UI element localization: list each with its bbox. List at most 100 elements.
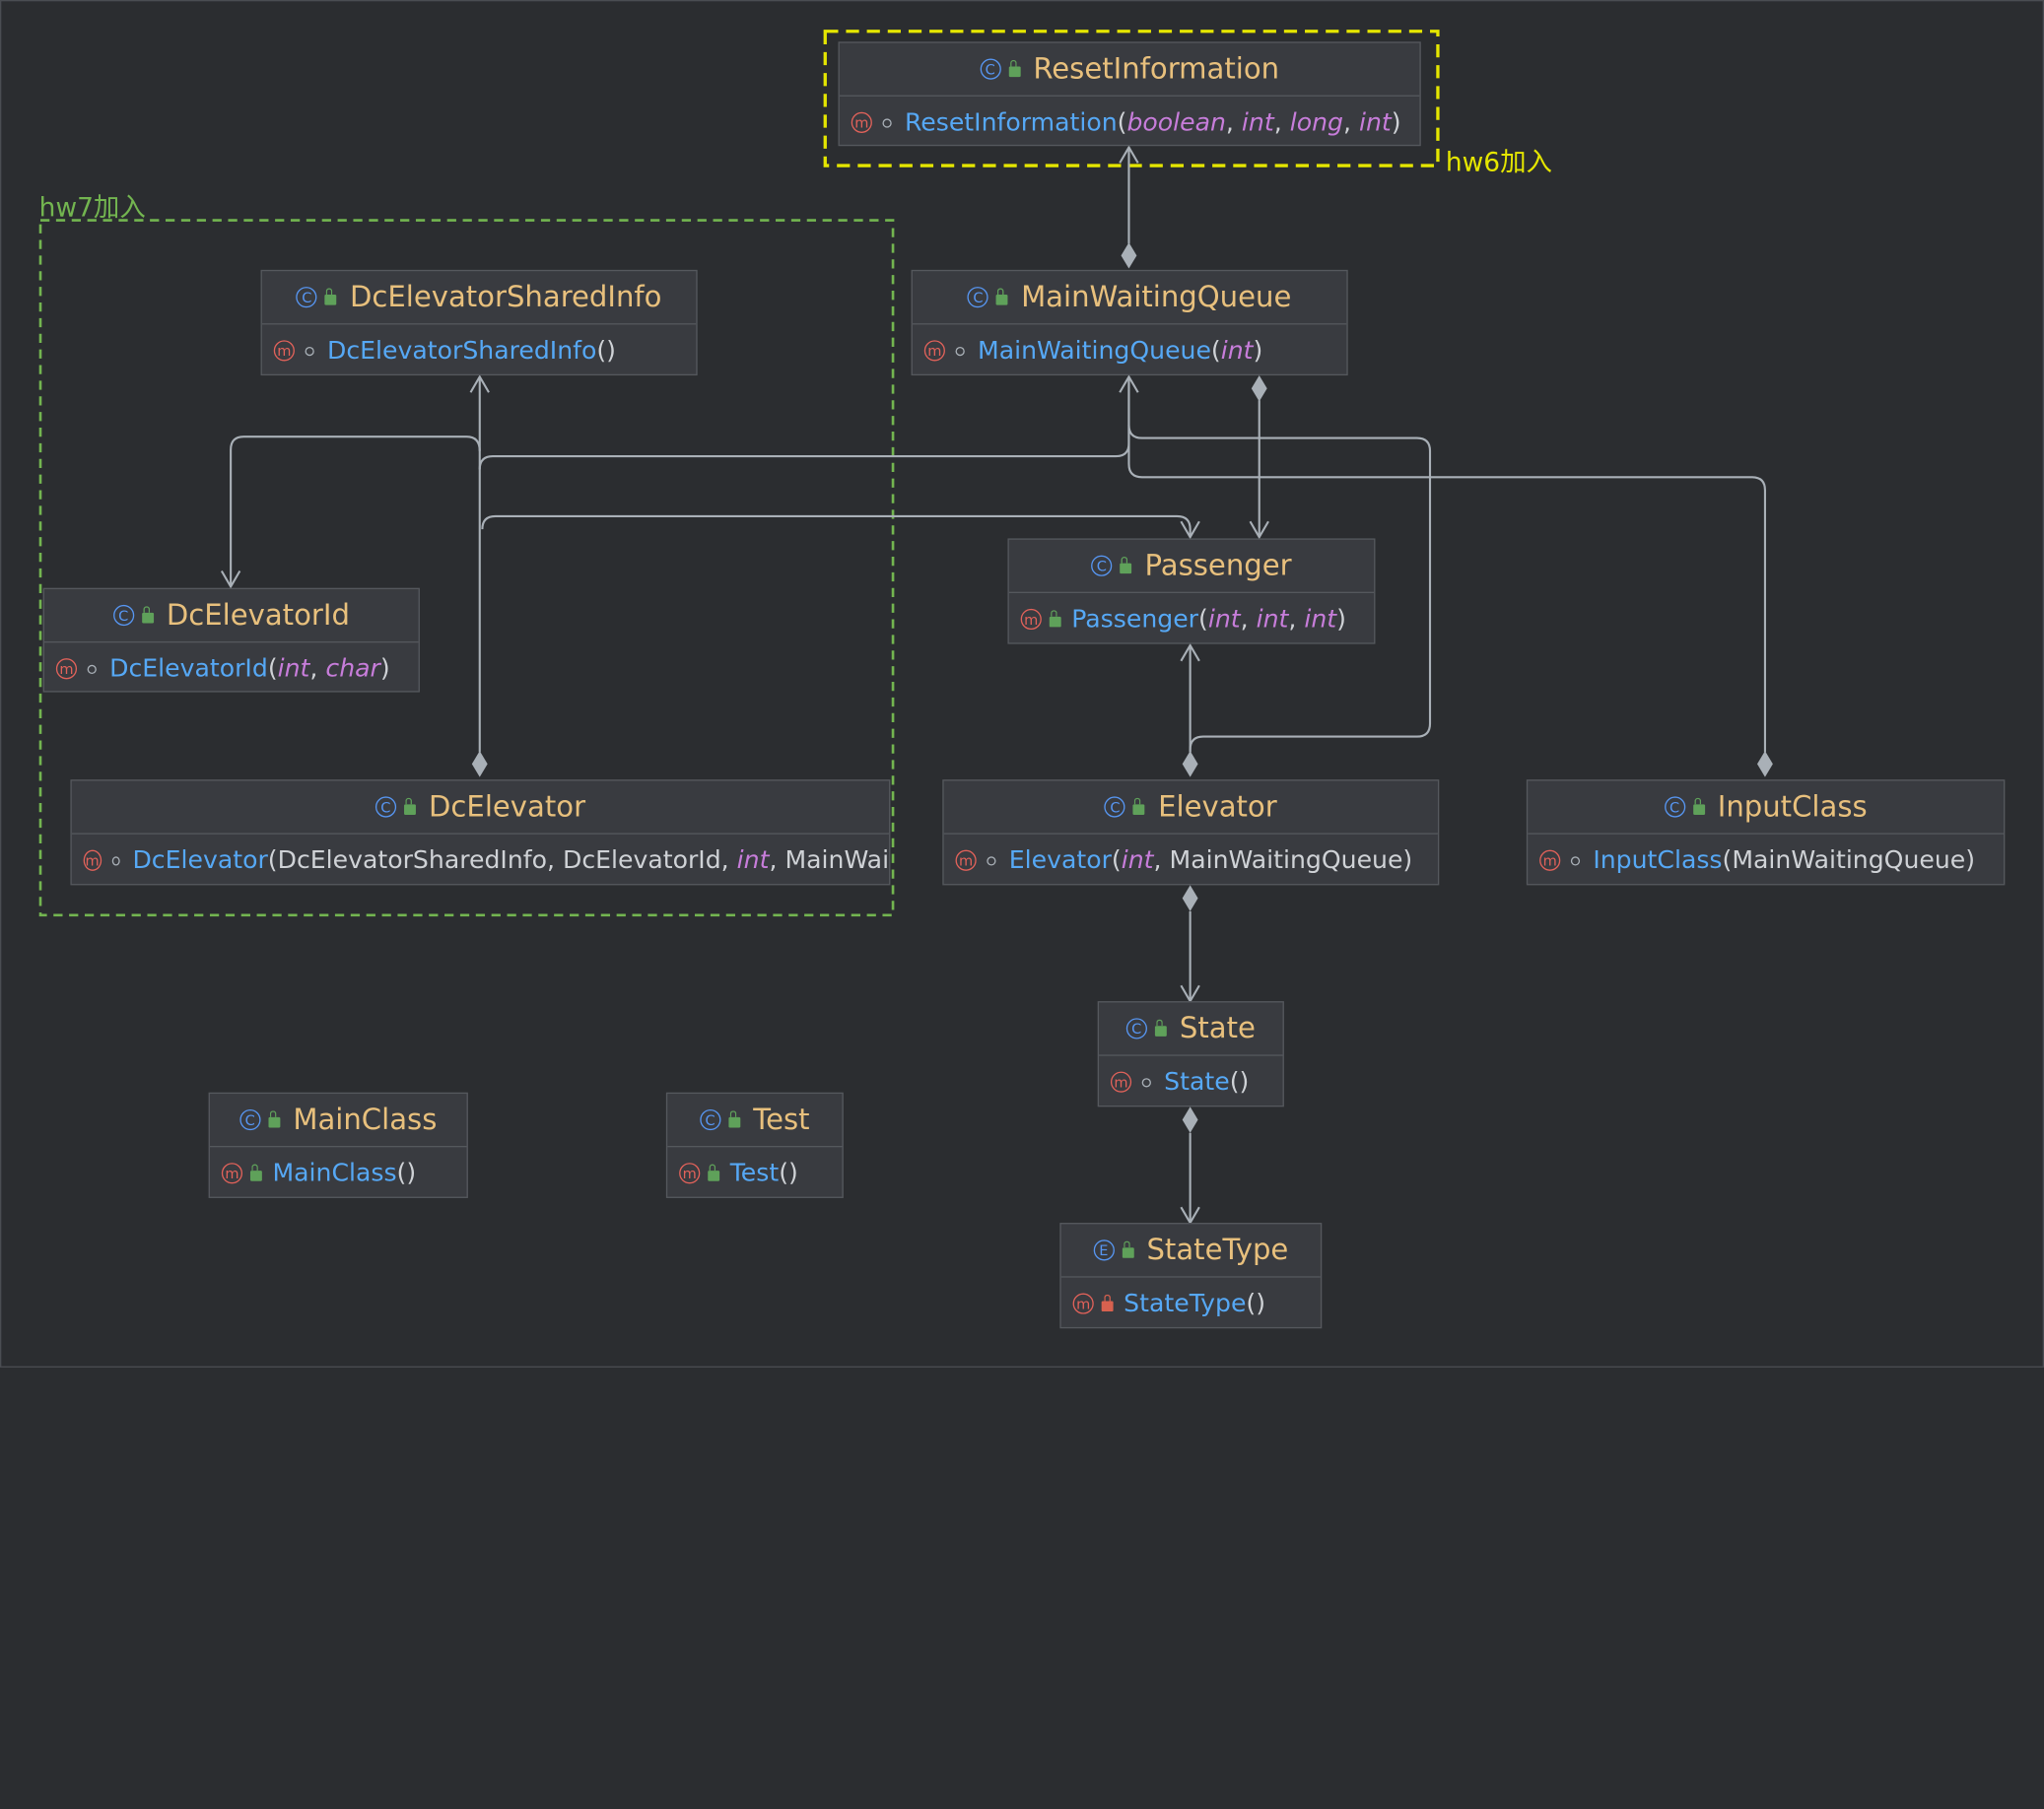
param-type: int [277, 654, 310, 684]
edge-inputclass-mainwaitingqueue [1127, 379, 1766, 753]
method-icon: m [679, 1163, 701, 1184]
method-icon: m [83, 849, 102, 871]
public-lock-icon [1049, 610, 1061, 628]
public-lock-icon [1120, 556, 1132, 574]
paren-open: ( [1198, 604, 1208, 635]
param-separator: , [1153, 845, 1170, 875]
paren-open: ( [596, 336, 607, 366]
diamond-mainwaitingqueue-bottom [1251, 375, 1267, 402]
hw6-label: hw6加入 [1445, 146, 1553, 177]
param-type: int [1220, 336, 1254, 366]
private-lock-icon [1101, 1294, 1114, 1312]
public-lock-icon [1154, 1019, 1167, 1037]
paren-close: ) [406, 1159, 417, 1188]
method-signature: State() [1164, 1068, 1249, 1097]
param-separator: , [1288, 604, 1305, 635]
param-separator: , [720, 845, 737, 875]
class-icon: C [112, 604, 134, 627]
class-header[interactable]: C DcElevator [71, 781, 890, 835]
paren-open: ( [267, 845, 278, 875]
class-name: Elevator [1158, 790, 1277, 824]
package-visibility-icon [987, 855, 996, 865]
class-header[interactable]: E StateType [1060, 1224, 1321, 1278]
class-name: DcElevator [429, 790, 586, 824]
paren-close: ) [379, 654, 390, 684]
public-lock-icon [324, 288, 337, 305]
relation-layer [38, 30, 1773, 1226]
method-icon: m [221, 1163, 243, 1184]
param-type: int [1256, 604, 1289, 635]
method-signature: Passenger(int, int, int) [1071, 605, 1346, 634]
class-icon: C [375, 796, 396, 818]
class-name: Passenger [1144, 549, 1292, 582]
method-row[interactable]: m MainClass() [210, 1147, 467, 1196]
public-lock-icon [1132, 797, 1145, 815]
method-signature: DcElevatorSharedInfo() [327, 336, 616, 365]
method-signature: MainWaitingQueue(int) [978, 336, 1262, 365]
enum-icon: E [1093, 1240, 1115, 1261]
diamond-elevator-top [1182, 751, 1198, 777]
class-name: DcElevatorSharedInfo [349, 281, 662, 314]
method-name: Elevator [1008, 845, 1112, 875]
class-name: Test [753, 1104, 810, 1137]
paren-open: ( [779, 1159, 789, 1188]
package-visibility-icon [882, 117, 892, 128]
method-icon: m [1020, 608, 1042, 631]
class-name: InputClass [1717, 790, 1868, 824]
method-name: DcElevatorSharedInfo [326, 336, 597, 366]
method-icon: m [55, 658, 78, 680]
method-row[interactable]: m DcElevator(DcElevatorSharedInfo, DcElev… [72, 835, 889, 884]
paren-close: ) [788, 1159, 798, 1188]
diamond-elevator-bottom [1182, 885, 1198, 911]
method-signature: DcElevator(DcElevatorSharedInfo, DcEleva… [132, 846, 889, 875]
paren-close: ) [1391, 107, 1401, 137]
diamond-dcelevator [471, 751, 488, 777]
public-lock-icon [249, 1164, 262, 1181]
hw6-group-box [823, 30, 1440, 168]
param-separator: , [1240, 604, 1257, 635]
hw7-label: hw7加入 [38, 191, 146, 224]
class-name: StateType [1146, 1234, 1289, 1267]
class-node-dcelevator[interactable]: C DcElevator m DcElevator(DcElevatorSharedI… [70, 779, 891, 886]
method-name: ResetInformation [904, 107, 1118, 137]
paren-close: ) [1256, 1289, 1266, 1318]
method-signature: MainClass() [272, 1159, 416, 1187]
public-lock-icon [995, 288, 1008, 305]
paren-open: ( [396, 1159, 407, 1188]
paren-close: ) [1239, 1067, 1250, 1097]
package-visibility-icon [1570, 855, 1581, 865]
public-lock-icon [403, 797, 416, 815]
public-lock-icon [268, 1110, 281, 1128]
